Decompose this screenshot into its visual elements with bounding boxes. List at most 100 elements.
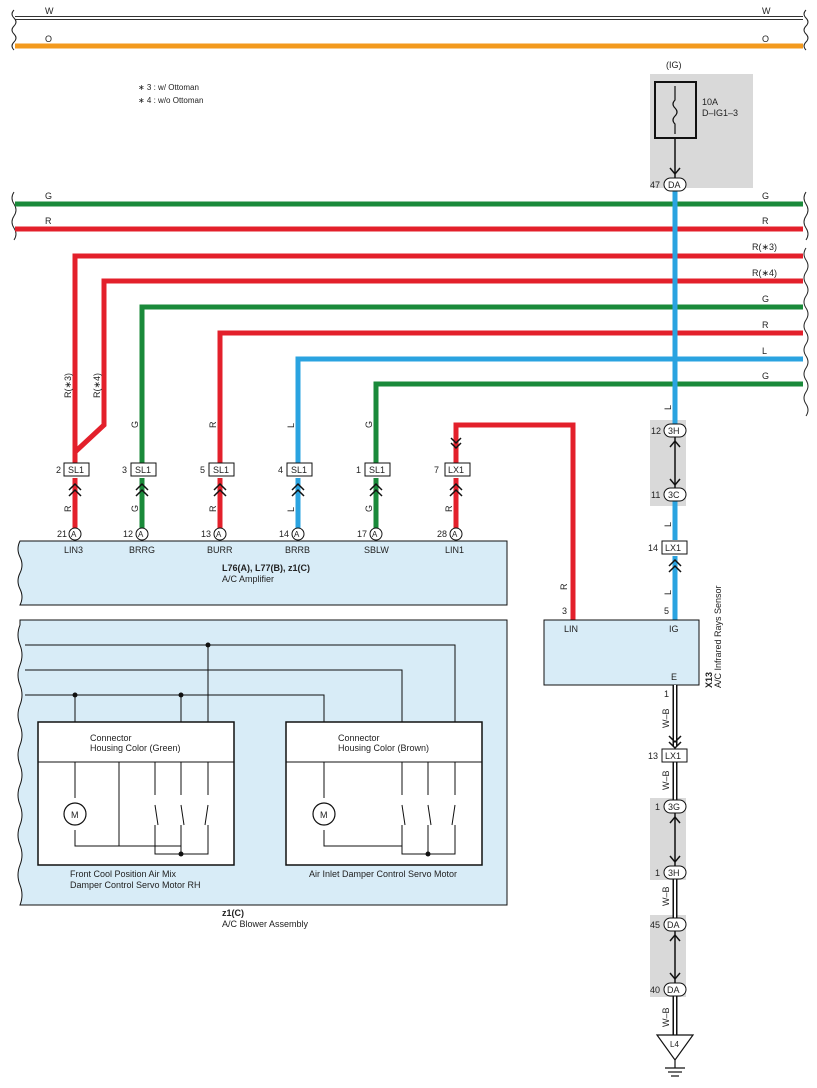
amp-pin-1: A 21 LIN3 [57, 527, 83, 555]
sensor-pin-lin: 3 [562, 606, 567, 616]
ground-label: L4 [670, 1040, 679, 1049]
wire-g3-label: G [762, 371, 769, 381]
blower-code: z1(C) [222, 908, 244, 918]
right-conn-3h-bottom: 3H 1 [655, 865, 687, 880]
wire-g3 [373, 381, 803, 470]
junction-link-2-arrows [669, 815, 681, 864]
right-c8-pin: 40 [650, 985, 660, 995]
wire-r4-label: R(∗4) [752, 268, 777, 278]
amp-pin-3-term: BURR [207, 545, 233, 555]
lx1-color: R [444, 505, 454, 512]
branch-label-5: L [286, 423, 296, 428]
right-c5-conn: 3G [668, 802, 680, 812]
right-c6-pin: 1 [655, 868, 660, 878]
right-conn-3h-top: 3H 12 [651, 423, 687, 438]
amp-pin-6: A 28 LIN1 [437, 527, 464, 555]
wire-r3-label: R(∗3) [752, 242, 777, 252]
sl-pin-5: 1 [356, 465, 361, 475]
right-c8-conn: DA [667, 985, 680, 995]
right-c2-conn: 3C [668, 490, 680, 500]
sl-color-3: R [208, 505, 218, 512]
sl-pin-4: 4 [278, 465, 283, 475]
wire-l-label: L [762, 346, 767, 356]
amp-pin-3-conn: A [216, 530, 222, 539]
sensor-pin-ig: 5 [664, 606, 669, 616]
wire-r-top-label-right: R [762, 216, 769, 226]
lx1-connector-top: LX1 7 R [434, 462, 471, 530]
motor-2-icon [312, 802, 336, 826]
right-wire-l-label-2: L [663, 522, 673, 527]
right-conn-lx1-14: LX1 14 [648, 540, 688, 555]
amp-pin-5-conn: A [372, 530, 378, 539]
right-c2-pin: 11 [651, 490, 660, 500]
branch-label-3: G [130, 421, 140, 428]
fuse-lead-arrow [669, 167, 681, 176]
right-conn-da-40: DA 40 [650, 982, 687, 997]
sl-pin-2: 3 [122, 465, 127, 475]
servo1-line2: Damper Control Servo Motor RH [70, 880, 201, 890]
ir-sensor-box [543, 619, 700, 686]
wire-l [295, 356, 803, 470]
sl-conn-name-2: SL1 [135, 465, 151, 475]
sl-conn-name-3: SL1 [213, 465, 229, 475]
wire-g-top-label-left: G [45, 191, 52, 201]
wire-r-top-label-left: R [45, 216, 52, 226]
fuse-element [672, 86, 678, 134]
sensor-pin-e: 1 [664, 689, 669, 699]
wire-o-label-right: O [762, 34, 769, 44]
housing-green-line2: Housing Color (Green) [90, 743, 181, 753]
sl-conn-name-4: SL1 [291, 465, 307, 475]
fuse-name: D–IG1–3 [702, 108, 738, 118]
servo2-common-dot [425, 851, 431, 857]
sensor-code: X13 [704, 672, 714, 688]
amp-pin-4: A 14 BRRB [279, 527, 310, 555]
sl-pin-1: 2 [56, 465, 61, 475]
fuse-rating: 10A [702, 97, 718, 107]
wb-label-3: W–B [661, 886, 671, 906]
right-c4-pin: 13 [648, 751, 658, 761]
amp-pin-2-conn: A [138, 530, 144, 539]
sl-pin-3: 5 [200, 465, 205, 475]
sl-connector-4: SL1 4 L [278, 462, 313, 530]
motor-2-label: M [320, 810, 328, 820]
right-conn-3g: 3G 1 [655, 799, 687, 814]
right-c1-pin: 12 [651, 426, 661, 436]
housing-brown-line1: Connector [338, 733, 380, 743]
sl-color-5: G [364, 505, 374, 512]
sl-conn-name-1: SL1 [68, 465, 84, 475]
sl-connector-1: SL1 2 R [56, 462, 90, 530]
sl-color-4: L [286, 507, 296, 512]
servo1-common-dot [178, 851, 184, 857]
amp-pin-5: A 17 SBLW [357, 527, 389, 555]
wire-r2-label: R [762, 320, 769, 330]
housing-brown-line2: Housing Color (Brown) [338, 743, 429, 753]
sensor-wire-r-label: R [559, 583, 569, 590]
servo2-line1: Air Inlet Damper Control Servo Motor [309, 869, 457, 879]
amp-pin-1-term: LIN3 [64, 545, 83, 555]
branch-label-1: R(∗3) [63, 373, 73, 398]
wire-r4 [73, 278, 803, 454]
motor-1-icon [63, 802, 87, 826]
lx1-13-arrow [668, 735, 682, 750]
blower-name: A/C Blower Assembly [222, 919, 309, 929]
right-c1-conn: 3H [668, 426, 680, 436]
right-wire-l-label-3: L [663, 590, 673, 595]
wb-label-1: W–B [661, 708, 671, 728]
connector-housing-green [37, 721, 235, 866]
right-c6-conn: 3H [668, 868, 680, 878]
wire-g2-label: G [762, 294, 769, 304]
sensor-term-e: E [671, 672, 677, 682]
blower-internal-wires [25, 644, 456, 722]
note-3: ∗ 3 : w/ Ottoman [138, 83, 199, 92]
ground-icon [665, 1060, 685, 1077]
right-c5-pin: 1 [655, 802, 660, 812]
ground-point [655, 1034, 695, 1062]
amp-pin-2-num: 12 [123, 529, 133, 539]
right-conn-3c: 3C 11 [651, 487, 687, 502]
sl-color-2: G [130, 505, 140, 512]
fuse-supply: (IG) [666, 60, 682, 70]
right-c7-conn: DA [667, 920, 680, 930]
sl-connector-5: SL1 1 G [356, 462, 391, 530]
right-wire-l-label-1: L [663, 405, 673, 410]
